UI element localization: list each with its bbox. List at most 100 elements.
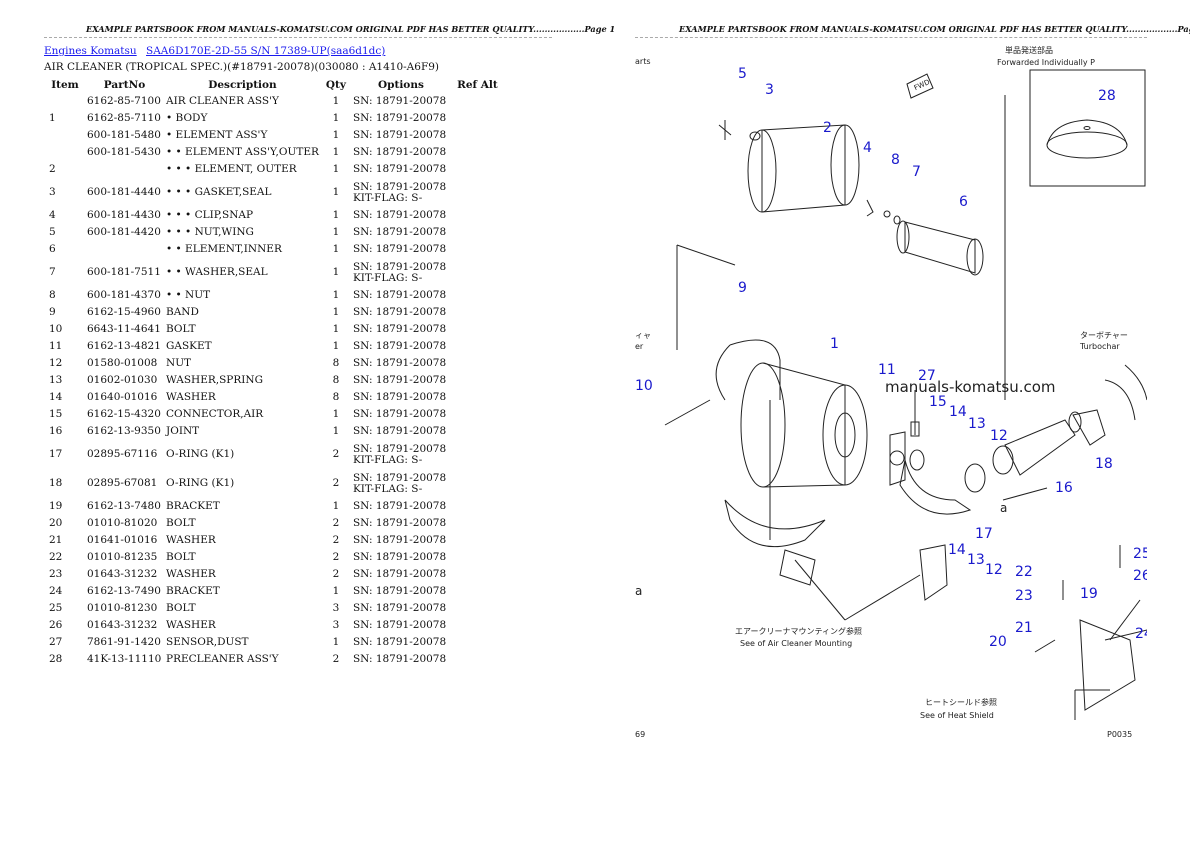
col-options-header: Options <box>377 78 424 91</box>
serial-range: SN: 18791-20078 <box>352 340 447 352</box>
body-shell <box>762 362 846 488</box>
partno-cell: 600-181-5430 <box>87 146 161 158</box>
joint-shape <box>1004 419 1076 476</box>
options-cell: SN: 18791-20078 <box>351 532 451 549</box>
qty-cell: 2 <box>332 517 340 529</box>
qty-cell: 8 <box>332 357 340 369</box>
col-partno-header: PartNo <box>103 78 146 91</box>
qty-cell: 2 <box>332 568 340 580</box>
options-cell: SN: 18791-20078 <box>351 498 451 515</box>
ref-alt-cell <box>451 498 504 515</box>
options-cell: SN: 18791-20078 <box>351 372 451 389</box>
page-header: EXAMPLE PARTSBOOK FROM MANUALS-KOMATSU.C… <box>679 24 1190 34</box>
partno-cell: 01643-31232 <box>87 568 158 580</box>
options-cell: SN: 18791-20078 <box>351 144 451 161</box>
description-cell: SENSOR,DUST <box>166 636 249 648</box>
serial-range: SN: 18791-20078 <box>352 95 447 107</box>
letter-a-label-left: a <box>635 584 642 598</box>
qty-cell: 8 <box>332 374 340 386</box>
options-cell: SN: 18791-20078 <box>351 583 451 600</box>
qty-cell: 1 <box>332 425 340 437</box>
turbo-edge-2 <box>1104 379 1136 421</box>
description-cell: • • ELEMENT,INNER <box>166 243 282 255</box>
ref-alt-cell <box>451 110 504 127</box>
turbo-label: Turbochar <box>1079 342 1120 351</box>
callout-3: 3 <box>765 82 774 98</box>
ref-alt-cell <box>451 532 504 549</box>
partno-cell: 01580-01008 <box>87 357 158 369</box>
outer-element-end <box>747 129 777 213</box>
band-bolt-line <box>664 399 711 426</box>
description-cell: • • • GASKET,SEAL <box>166 186 272 198</box>
ref-alt-cell <box>451 423 504 440</box>
callout-1: 1 <box>830 336 839 352</box>
callout-25: 25 <box>1133 546 1147 562</box>
description-cell: • • • ELEMENT, OUTER <box>166 163 297 175</box>
qty-cell: 3 <box>332 602 340 614</box>
serial-range: SN: 18791-20078 <box>352 551 447 563</box>
item-cell: 17 <box>49 448 63 460</box>
breadcrumb-engines-link[interactable]: Engines Komatsu <box>44 45 137 57</box>
callout-2: 2 <box>823 120 832 136</box>
qty-cell: 1 <box>332 636 340 648</box>
serial-range: SN: 18791-20078 <box>352 534 447 546</box>
description-cell: WASHER <box>166 391 216 403</box>
partno-cell: 01640-01016 <box>87 391 158 403</box>
description-cell: AIR CLEANER ASS'Y <box>166 95 279 107</box>
serial-range: SN: 18791-20078 <box>352 323 447 335</box>
options-cell: SN: 18791-20078 <box>351 651 451 668</box>
inner-element-end <box>896 220 910 254</box>
item-cell: 18 <box>49 477 63 489</box>
ref-alt-cell <box>451 634 504 651</box>
ref-alt-cell <box>451 93 504 110</box>
item-cell: 23 <box>49 568 63 580</box>
qty-cell: 1 <box>332 129 340 141</box>
partno-cell: 6162-13-7480 <box>87 500 161 512</box>
ref-alt-cell <box>451 287 504 304</box>
options-cell: SN: 18791-20078 <box>351 338 451 355</box>
description-cell: NUT <box>166 357 192 369</box>
options-cell: SN: 18791-20078 <box>351 207 451 224</box>
callout-8: 8 <box>891 152 900 168</box>
ref-alt-cell <box>451 207 504 224</box>
ref-alt-cell <box>451 566 504 583</box>
description-cell: BRACKET <box>166 585 220 597</box>
description-cell: BAND <box>166 306 199 318</box>
watermark: manuals-komatsu.com <box>885 378 1056 396</box>
outer-element-shape <box>761 124 846 213</box>
callout-9: 9 <box>738 280 747 296</box>
options-cell: SN: 18791-20078 <box>351 93 451 110</box>
partno-cell: 02895-67081 <box>87 477 158 489</box>
description-cell: CONNECTOR,AIR <box>166 408 264 420</box>
item-cell: 9 <box>49 306 56 318</box>
qty-cell: 2 <box>332 653 340 665</box>
partno-cell: 7861-91-1420 <box>87 636 161 648</box>
qty-cell: 1 <box>332 186 340 198</box>
o-ring-18-shape <box>1072 409 1106 446</box>
ref-alt-cell <box>451 651 504 668</box>
description-cell: BRACKET <box>166 500 220 512</box>
seal-washer-shape <box>893 215 901 225</box>
ref-alt-cell <box>451 440 504 469</box>
description-cell: O-RING (K1) <box>166 448 235 460</box>
serial-range: SN: 18791-20078 <box>352 374 447 386</box>
breadcrumb-model-link[interactable]: SAA6D170E-2D-55 S/N 17389-UP(saa6d1dc) <box>146 45 386 57</box>
leader-line <box>1109 599 1141 641</box>
kit-flag: KIT-FLAG: S- <box>352 482 423 495</box>
serial-range: SN: 18791-20078 <box>352 306 447 318</box>
item-cell: 22 <box>49 551 63 563</box>
serial-range: SN: 18791-20078 <box>352 226 447 238</box>
serial-range: SN: 18791-20078 <box>352 471 447 484</box>
item-cell: 20 <box>49 517 63 529</box>
options-cell: SN: 18791-20078 <box>351 515 451 532</box>
qty-cell: 1 <box>332 306 340 318</box>
ref-alt-cell <box>451 338 504 355</box>
band-loop <box>715 344 731 401</box>
partno-cell <box>85 161 164 178</box>
